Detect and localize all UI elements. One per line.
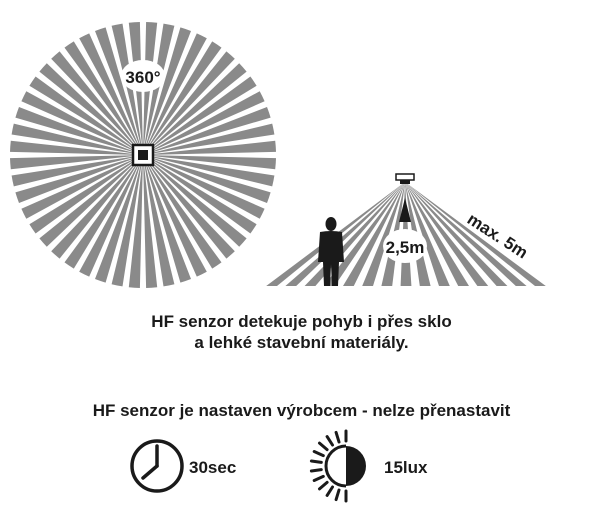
detection-ray: [143, 51, 235, 155]
detection-ray: [143, 155, 158, 288]
detection-ray: [405, 182, 469, 286]
detection-ray: [143, 155, 222, 269]
detection-ray: [343, 182, 405, 286]
detection-ray: [143, 23, 175, 155]
sun-ray: [334, 430, 341, 444]
detection-ray: [405, 182, 527, 286]
clock-icon: [130, 439, 184, 493]
detection-ray: [29, 155, 143, 234]
detection-ray: [64, 155, 143, 269]
detection-ray: [143, 155, 275, 187]
detection-ray: [405, 182, 489, 286]
detection-ray: [64, 41, 143, 155]
detection-ray: [323, 182, 405, 286]
sensor-icon: [131, 143, 155, 167]
detection-ray: [111, 155, 143, 287]
detection-ray: [95, 27, 143, 155]
sun-moon-icon: [309, 429, 366, 503]
detection-ray: [10, 155, 143, 170]
time-setting-value: 30sec: [189, 458, 237, 477]
sun-ray: [334, 488, 341, 502]
detection-ray: [143, 155, 247, 247]
detection-ray: [143, 91, 265, 155]
description-line-2: a lehké stavební materiály.: [194, 333, 409, 352]
detection-ray: [15, 107, 143, 155]
detection-ray: [21, 155, 143, 219]
detection-ray: [21, 91, 143, 155]
detection-ray: [128, 155, 143, 288]
detection-ray: [111, 23, 143, 155]
detection-ray: [285, 182, 405, 286]
detection-ray: [143, 155, 191, 283]
detection-ray: [11, 123, 143, 155]
sun-ray: [309, 459, 323, 464]
description-line-1: HF senzor detekuje pohyb i přes sklo: [151, 312, 452, 331]
sun-ray: [312, 474, 325, 482]
detection-ray: [143, 140, 276, 155]
detection-ray: [10, 140, 143, 155]
detection-ray: [143, 63, 247, 156]
detection-ray: [143, 41, 222, 155]
sun-ray: [318, 441, 329, 452]
angle-label-bubble: [121, 60, 165, 92]
detection-ray: [405, 182, 546, 286]
angle-label: 360°: [125, 68, 160, 87]
detection-ray: [143, 33, 207, 155]
sun-ray: [325, 435, 334, 447]
height-label: 2,5m: [386, 238, 425, 257]
detection-ray: [143, 123, 275, 155]
detection-ray: [79, 155, 143, 277]
detection-ray: [405, 182, 450, 286]
detection-ray: [95, 155, 143, 283]
detection-ray: [362, 182, 405, 286]
detection-ray: [39, 63, 143, 156]
detection-ray: [29, 76, 143, 155]
detection-ray: [143, 107, 271, 155]
detection-ray: [11, 155, 143, 187]
factory-setting-notice: HF senzor je nastaven výrobcem - nelze p…: [92, 401, 511, 420]
detection-ray: [51, 51, 144, 155]
lux-setting-value: 15lux: [384, 458, 428, 477]
detection-ray: [143, 155, 276, 170]
sun-ray: [312, 450, 325, 458]
detection-ray: [143, 76, 257, 155]
detection-ray: [143, 155, 175, 287]
detection-ray: [405, 182, 508, 286]
detection-ray: [143, 155, 271, 203]
cone-marker: [399, 198, 411, 222]
detection-ray: [39, 155, 143, 247]
sun-ray: [318, 480, 329, 491]
ceiling-sensor-icon: [395, 173, 415, 184]
detection-ray: [51, 155, 144, 259]
sun-ray: [325, 485, 334, 497]
detection-ray: [15, 155, 143, 203]
height-label-bubble: [383, 229, 427, 263]
detection-ray: [143, 155, 265, 219]
sun-ray: [309, 468, 323, 473]
detection-ray: [143, 27, 191, 155]
detection-ray: [143, 155, 235, 259]
detection-ray: [79, 33, 143, 155]
person-icon: [318, 217, 344, 286]
top-view-detection-pattern: [10, 22, 276, 288]
detection-ray: [143, 155, 207, 277]
detection-ray: [143, 155, 257, 234]
